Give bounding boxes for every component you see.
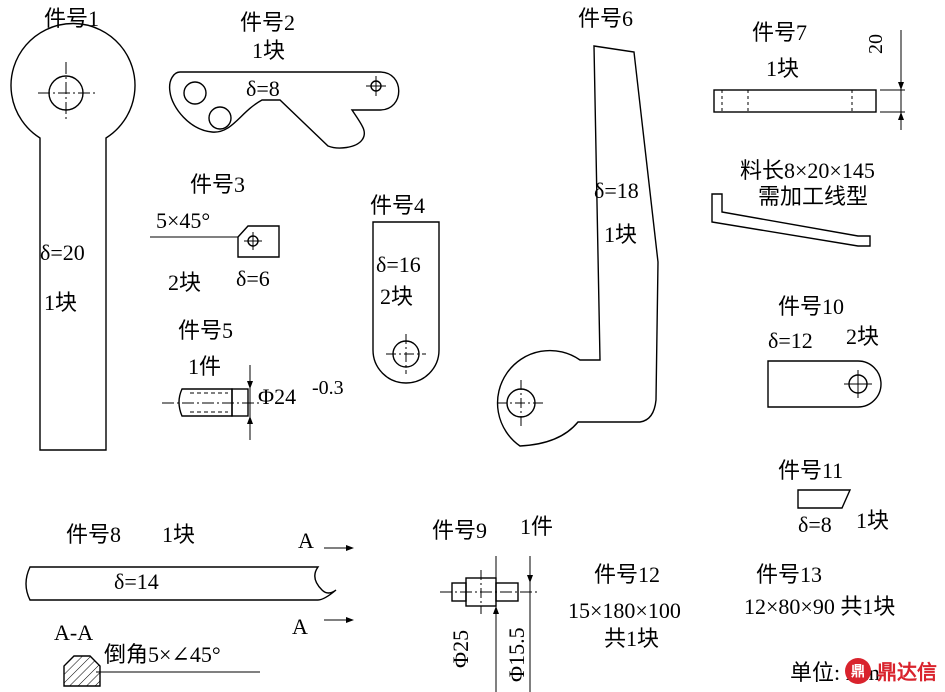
part5-tolerance: -0.3 — [312, 377, 344, 399]
part5-diameter: Φ24 — [258, 384, 297, 409]
part2-qty: 1块 — [252, 38, 286, 63]
part6-thickness: δ=18 — [594, 178, 639, 203]
part10-centerlines — [844, 370, 872, 398]
part8-section-mark-top: A — [298, 528, 314, 553]
part7-material-length: 料长8×20×145 — [740, 158, 875, 183]
part8-thickness: δ=14 — [114, 569, 159, 594]
part11-title: 件号11 — [778, 458, 844, 483]
part5-title: 件号5 — [178, 318, 234, 343]
part7-formed-shape — [711, 193, 871, 247]
watermark-logo-icon: 鼎 — [845, 657, 871, 684]
part7-qty: 1块 — [766, 56, 800, 81]
part9-title: 件号9 — [432, 518, 488, 543]
part2-title: 件号2 — [240, 10, 296, 35]
part8-title: 件号8 — [66, 522, 122, 547]
part7-arrow-top — [898, 82, 904, 90]
part8-section-profile — [63, 655, 101, 687]
part7-note: 需加工线型 — [758, 184, 869, 209]
part10-qty: 2块 — [846, 324, 880, 349]
part10-outline — [767, 360, 882, 408]
part7-hidden-lines — [721, 90, 853, 112]
part6-title: 件号6 — [578, 6, 634, 31]
part5-centerlines — [162, 392, 260, 413]
part3-outline — [237, 225, 280, 258]
part6-qty: 1块 — [604, 222, 638, 247]
part11-thickness: δ=8 — [798, 512, 832, 537]
watermark-text: 鼎达信 — [877, 660, 937, 684]
part9-qty: 1件 — [520, 514, 554, 539]
part3-centerlines — [244, 232, 262, 250]
part7-title: 件号7 — [752, 20, 808, 45]
part9-arrow-b — [527, 575, 533, 583]
part13-size: 12×80×90 共1块 — [744, 594, 896, 619]
part1-thickness: δ=20 — [40, 240, 85, 265]
part12-qty: 共1块 — [604, 626, 660, 651]
part4-outline — [372, 221, 440, 384]
part2-hole-b — [208, 106, 232, 130]
part11-outline — [797, 489, 852, 509]
part4-centerlines — [386, 334, 426, 374]
part5-arrow-top — [247, 381, 253, 389]
part8-section-mark-bottom: A — [292, 614, 308, 639]
part4-thickness: δ=16 — [376, 252, 421, 277]
part3-chamfer: 5×45° — [156, 208, 211, 233]
part8-outline — [25, 566, 337, 601]
part2-outline — [168, 71, 400, 149]
part5-arrow-bottom — [247, 416, 253, 424]
part13-title: 件号13 — [756, 562, 823, 587]
part11-qty: 1块 — [856, 508, 890, 533]
part1-outline — [10, 22, 136, 451]
part5-qty: 1件 — [188, 354, 222, 379]
part2-hole-a — [183, 81, 207, 105]
part1-centerlines — [38, 62, 96, 122]
part3-qty: 2块 — [168, 270, 202, 295]
part10-thickness: δ=12 — [768, 328, 813, 353]
part10-title: 件号10 — [778, 294, 845, 319]
part7-blank — [713, 89, 877, 113]
part12-title: 件号12 — [594, 562, 661, 587]
part6-centerlines — [497, 380, 545, 426]
part7-dim-20: 20 — [865, 34, 887, 54]
part8-qty: 1块 — [162, 522, 196, 547]
part6-outline — [496, 45, 659, 447]
part8-arrow-bottom — [346, 617, 354, 623]
part8-chamfer-note: 倒角5×∠45° — [104, 642, 221, 667]
part9-diameter-small: Φ15.5 — [504, 627, 529, 682]
part5-body — [178, 388, 233, 417]
part8-section-markers — [324, 547, 348, 621]
part1-title: 件号1 — [44, 6, 100, 31]
part4-title: 件号4 — [370, 193, 426, 218]
part3-thickness: δ=6 — [236, 266, 270, 291]
part9-centerlines — [440, 570, 540, 614]
part1-qty: 1块 — [44, 290, 78, 315]
part12-size: 15×180×100 — [568, 598, 681, 623]
part9-arrow-a — [493, 606, 499, 614]
part4-qty: 2块 — [380, 284, 414, 309]
part3-title: 件号3 — [190, 172, 246, 197]
part7-arrow-bottom — [898, 112, 904, 120]
part2-centerlines — [366, 76, 386, 96]
part9-diameter-large: Φ25 — [448, 629, 473, 668]
part8-arrow-top — [346, 545, 354, 551]
part2-thickness: δ=8 — [246, 76, 280, 101]
watermark: 鼎 鼎达信 — [845, 656, 937, 685]
part8-section-view: A-A — [54, 620, 94, 645]
